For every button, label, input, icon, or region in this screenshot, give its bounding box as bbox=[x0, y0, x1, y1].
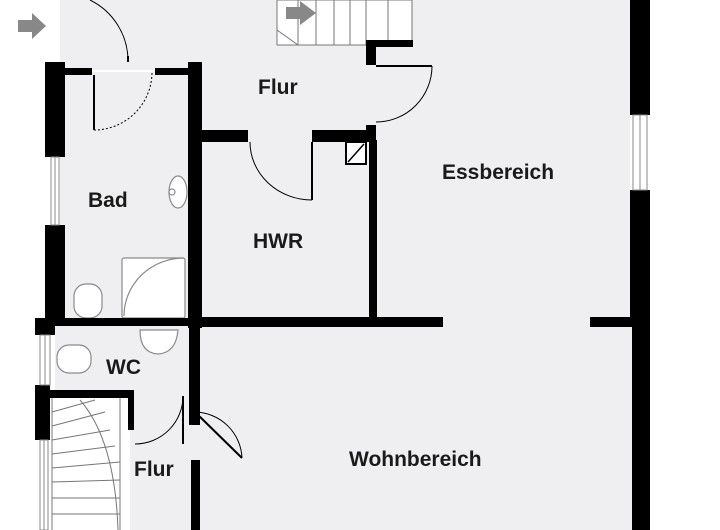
doors bbox=[89, 0, 433, 459]
wall-west-mid bbox=[45, 225, 65, 320]
wall-hwr-wohn bbox=[195, 317, 443, 327]
stair-arrow-icon bbox=[286, 1, 316, 25]
wall-wc-stairs bbox=[35, 390, 132, 398]
wall-flur-wohn bbox=[191, 460, 200, 530]
wohnbereich-floor bbox=[195, 325, 635, 530]
wall-bad-hwr bbox=[188, 62, 202, 328]
wall-flur-hwr-left bbox=[200, 130, 248, 142]
wohn-door-leaf bbox=[194, 411, 243, 459]
wall-east-upper bbox=[630, 0, 650, 115]
wall-flur-hwr-right bbox=[312, 130, 376, 142]
walls bbox=[35, 0, 650, 530]
entry-arrow-icon bbox=[18, 13, 46, 39]
essbereich-floor bbox=[372, 130, 630, 330]
wall-west-upper bbox=[45, 62, 65, 157]
fixtures bbox=[56, 141, 367, 374]
wall-hwr-ess bbox=[369, 140, 377, 325]
wall-west-lower bbox=[35, 385, 50, 440]
wall-ess-wohn-stub bbox=[590, 317, 648, 327]
windows bbox=[39, 114, 648, 530]
floor-areas bbox=[50, 0, 635, 530]
bad-toilet bbox=[73, 283, 103, 319]
wall-bad-wc bbox=[35, 318, 200, 326]
wc-door-swing bbox=[134, 395, 184, 445]
wall-east-lower bbox=[632, 318, 650, 530]
staircase-top bbox=[276, 0, 413, 46]
room-label-wohnbereich: Wohnbereich bbox=[349, 448, 482, 471]
room-label-bad: Bad bbox=[88, 189, 128, 212]
flur-door-swing bbox=[375, 65, 433, 123]
room-label-essbereich: Essbereich bbox=[442, 161, 555, 184]
wc-sink bbox=[139, 329, 179, 355]
bad-door-swing bbox=[93, 71, 153, 131]
room-label-hwr: HWR bbox=[253, 230, 304, 253]
bad-sink bbox=[168, 175, 188, 209]
entrance-floor bbox=[60, 0, 200, 70]
hwr-door-swing bbox=[249, 141, 313, 201]
room-label-wc: WC bbox=[106, 356, 141, 379]
staircase-bottom bbox=[51, 397, 121, 530]
arrows bbox=[18, 1, 316, 39]
flur-top-floor bbox=[200, 0, 630, 140]
hwr-floor bbox=[200, 140, 372, 320]
wall-wc-wohn bbox=[189, 325, 200, 425]
room-label-flur-bottom: Flur bbox=[134, 458, 174, 481]
wc-toilet bbox=[56, 344, 92, 374]
wall-east-mid bbox=[630, 190, 650, 318]
room-label-flur-top: Flur bbox=[258, 76, 298, 99]
flur-bottom-floor bbox=[130, 395, 195, 530]
